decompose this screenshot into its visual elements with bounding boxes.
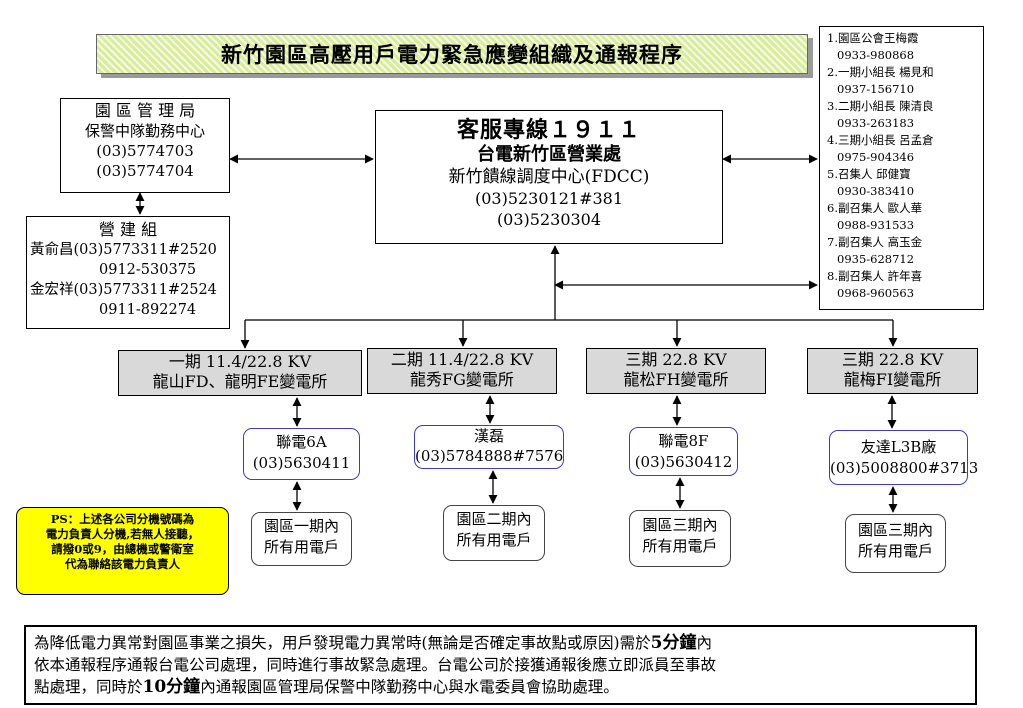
notice-time-10min: 10分鐘 [142, 677, 201, 697]
hotline-office: 台電新竹區營業處 [477, 144, 621, 165]
notice-line-1-text: 為降低電力異常對園區事業之損失，用戶發現電力異常時(無論是否確定事故點或原因)需… [34, 634, 651, 652]
company-box-3: 聯電8F (03)5630412 [629, 427, 738, 476]
ps-note-line-4: 代為聯絡該電力負責人 [65, 557, 180, 571]
notice-time-5min: 5分鐘 [650, 633, 697, 653]
company-box-1: 聯電6A (03)5630411 [243, 428, 360, 480]
notice-line-3: 點處理，同時於10分鐘內通報園區管理局保警中隊勤務中心與水電委員會協助處理。 [34, 676, 975, 698]
contact-2-name: 2.一期小組長 楊見和 [827, 65, 934, 79]
ps-note: PS：上述各公司分機號碼為 電力負責人分機,若無人接聽， 請撥0或9，由總機或警… [16, 507, 229, 595]
substation-phase1: 一期 11.4/22.8 KV 龍山FD、龍明FE變電所 [118, 350, 362, 396]
page-title: 新竹園區高壓用戶電力緊急應變組織及通報程序 [96, 34, 808, 74]
company-2-phone: (03)5784888#7576 [415, 447, 564, 465]
contact-1-phone: 0933-980868 [837, 48, 915, 62]
admin-bureau-phone-2: (03)5774704 [96, 162, 194, 180]
admin-bureau-box: 園 區 管 理 局 保警中隊勤務中心 (03)5774703 (03)57747… [60, 98, 230, 193]
company-2-name: 漢磊 [473, 427, 504, 445]
users-1-label: 所有用電戶 [263, 538, 339, 556]
substation-phase3-fh: 三期 22.8 KV 龍松FH變電所 [586, 348, 766, 394]
company-box-4: 友達L3B廠 (03)5008800#3713 [829, 430, 979, 485]
substation-phase3-fh-voltage: 三期 22.8 KV [625, 350, 727, 369]
substation-phase2-name: 龍秀FG變電所 [410, 370, 514, 389]
notice-line-1-end: 內 [696, 634, 712, 652]
ps-note-line-2: 電力負責人分機,若無人接聽， [45, 527, 200, 541]
substation-phase3-fi-name: 龍梅FI變電所 [843, 370, 942, 389]
company-3-name: 聯電8F [658, 432, 709, 450]
substation-phase3-fi: 三期 22.8 KV 龍梅FI變電所 [807, 348, 978, 394]
hotline-box: 客服專線１９１１ 台電新竹區營業處 新竹饋線調度中心(FDCC) (03)523… [375, 110, 723, 244]
hotline-number: 客服專線１９１１ [456, 117, 641, 143]
substation-phase1-name: 龍山FD、龍明FE變電所 [152, 372, 328, 391]
users-2-area: 園區二期內 [456, 510, 532, 528]
substation-phase1-voltage: 一期 11.4/22.8 KV [168, 352, 312, 371]
admin-bureau-phone-1: (03)5774703 [96, 142, 194, 160]
company-box-2: 漢磊 (03)5784888#7576 [414, 425, 564, 469]
users-3-area: 園區三期內 [642, 516, 718, 534]
users-1-area: 園區一期內 [263, 517, 339, 535]
notice-line-1: 為降低電力異常對園區事業之損失，用戶發現電力異常時(無論是否確定事故點或原因)需… [34, 632, 975, 654]
contact-list-box: 1.園區公會王梅霞 0933-980868 2.一期小組長 楊見和 0937-1… [819, 26, 984, 310]
contact-7-phone: 0935-628712 [837, 252, 915, 266]
contact-5-name: 5.召集人 邱健寶 [827, 167, 911, 181]
users-box-3: 園區三期內 所有用電戶 [629, 510, 731, 567]
construction-contact-2: 金宏祥(03)5773311#2524 [30, 282, 217, 298]
substation-phase2-voltage: 二期 11.4/22.8 KV [390, 350, 534, 369]
construction-contact-2-mobile: 0911-892274 [99, 302, 197, 318]
contact-2-phone: 0937-156710 [837, 82, 915, 96]
hotline-phone-2: (03)5230304 [496, 210, 602, 229]
substation-phase2: 二期 11.4/22.8 KV 龍秀FG變電所 [367, 348, 557, 394]
users-3-label: 所有用電戶 [642, 537, 718, 555]
users-2-label: 所有用電戶 [456, 531, 532, 549]
construction-group-name: 營 建 組 [98, 220, 158, 239]
users-4-label: 所有用電戶 [857, 542, 933, 560]
contact-6-name: 6.副召集人 歐人華 [827, 201, 923, 215]
contact-5-phone: 0930-383410 [837, 184, 915, 198]
construction-contact-1: 黃俞昌(03)5773311#2520 [30, 242, 217, 258]
contact-1-name: 1.園區公會王梅霞 [827, 31, 919, 45]
notice-line-2: 依本通報程序通報台電公司處理，同時進行事故緊急處理。台電公司於接獲通報後應立即派… [34, 656, 717, 674]
contact-8-name: 8.副召集人 許年喜 [827, 269, 923, 283]
contact-7-name: 7.副召集人 高玉金 [827, 235, 923, 249]
construction-group-box: 營 建 組 黃俞昌(03)5773311#2520 0912-530375 金宏… [26, 216, 230, 329]
users-box-4: 園區三期內 所有用電戶 [845, 514, 946, 573]
users-4-area: 園區三期內 [857, 521, 933, 539]
ps-note-line-1: PS：上述各公司分機號碼為 [50, 512, 195, 526]
contact-4-phone: 0975-904346 [837, 150, 915, 164]
substation-phase3-fh-name: 龍松FH變電所 [623, 370, 729, 389]
contact-3-phone: 0933-263183 [837, 116, 915, 130]
hotline-dispatch-center: 新竹饋線調度中心(FDCC) [448, 167, 650, 187]
notice-box: 為降低電力異常對園區事業之損失，用戶發現電力異常時(無論是否確定事故點或原因)需… [24, 625, 977, 705]
notice-line-3-text: 點處理，同時於 [34, 678, 143, 696]
contact-4-name: 4.三期小組長 呂孟倉 [827, 133, 934, 147]
company-4-phone: (03)5008800#3713 [830, 459, 979, 477]
substation-phase3-fi-voltage: 三期 22.8 KV [841, 350, 944, 369]
users-box-2: 園區二期內 所有用電戶 [443, 505, 545, 561]
notice-line-3-end: 內通報園區管理局保警中隊勤務中心與水電委員會協助處理。 [200, 678, 619, 696]
company-3-phone: (03)5630412 [634, 453, 733, 471]
company-1-name: 聯電6A [276, 433, 327, 451]
admin-bureau-unit: 保警中隊勤務中心 [84, 122, 205, 140]
company-1-phone: (03)5630411 [252, 454, 351, 472]
contact-6-phone: 0988-931533 [837, 218, 915, 232]
hotline-phone-1: (03)5230121#381 [474, 189, 624, 208]
users-box-1: 園區一期內 所有用電戶 [251, 512, 352, 566]
admin-bureau-name: 園 區 管 理 局 [94, 101, 196, 120]
contact-3-name: 3.二期小組長 陳清良 [827, 99, 934, 113]
ps-note-line-3: 請撥0或9，由總機或警衛室 [51, 542, 194, 556]
contact-8-phone: 0968-960563 [837, 286, 915, 300]
construction-contact-1-mobile: 0912-530375 [99, 262, 197, 278]
company-4-name: 友達L3B廠 [860, 438, 937, 456]
